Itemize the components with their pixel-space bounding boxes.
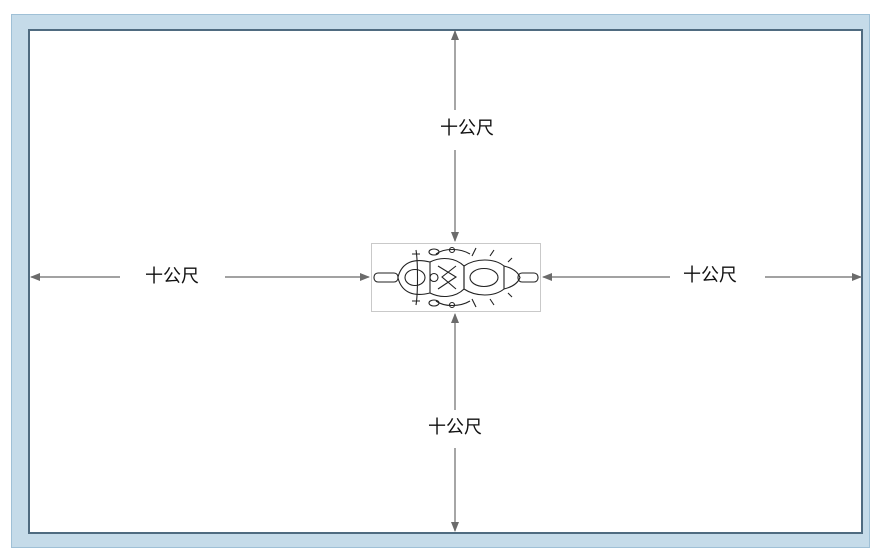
label-top: 十公尺 bbox=[434, 118, 500, 140]
motorcycle-box bbox=[371, 243, 541, 312]
motorcycle-top-view-icon bbox=[373, 246, 539, 309]
label-left: 十公尺 bbox=[139, 266, 205, 288]
label-right: 十公尺 bbox=[677, 265, 743, 287]
label-bottom: 十公尺 bbox=[422, 417, 488, 439]
